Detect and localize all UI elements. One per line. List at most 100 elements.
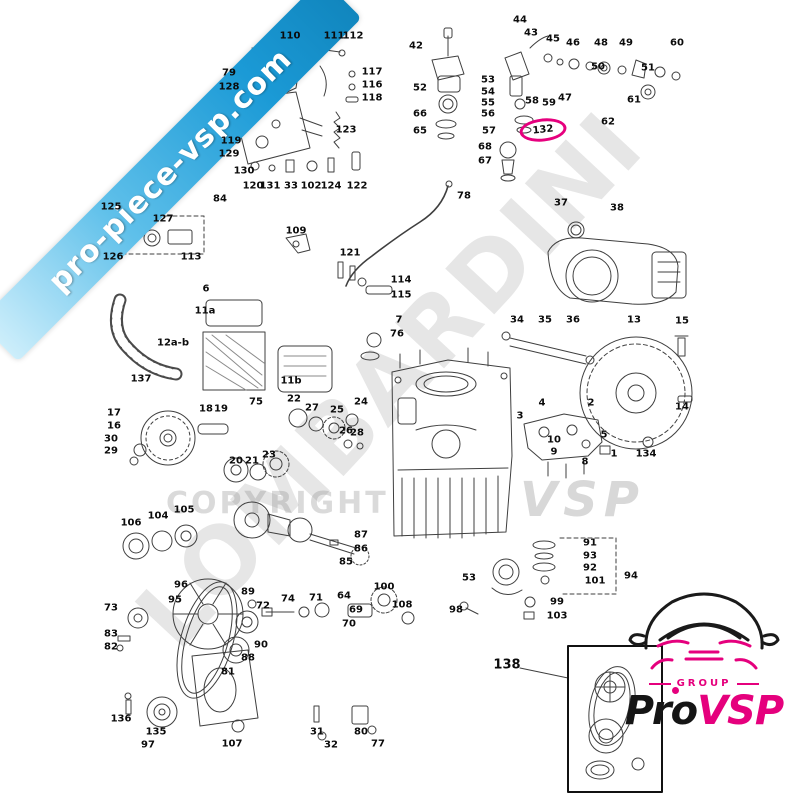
- part-label-19: 19: [214, 403, 228, 415]
- part-label-44: 44: [513, 14, 527, 26]
- part-label-34: 34: [510, 314, 524, 326]
- part-label-4: 4: [538, 397, 546, 409]
- part-label-77: 77: [371, 738, 385, 750]
- part-label-55: 55: [481, 97, 495, 109]
- part-label-49: 49: [619, 37, 633, 49]
- part-label-94: 94: [624, 570, 638, 582]
- part-label-135: 135: [145, 726, 167, 738]
- part-label-93: 93: [583, 550, 597, 562]
- part-label-56: 56: [481, 108, 495, 120]
- part-label-11a: 11a: [194, 305, 216, 317]
- part-label-138: 138: [493, 657, 521, 673]
- part-label-108: 108: [391, 599, 413, 611]
- part-label-11b: 11b: [280, 375, 302, 387]
- part-label-104: 104: [147, 510, 169, 522]
- mount-bracket-group: [523, 413, 611, 479]
- thermostat-group: [459, 537, 617, 620]
- part-label-101: 101: [584, 575, 606, 587]
- part-label-43: 43: [524, 27, 538, 39]
- part-label-69: 69: [349, 604, 363, 616]
- flywheel-group: [579, 335, 693, 450]
- part-label-61: 61: [627, 94, 641, 106]
- part-label-134: 134: [635, 448, 657, 460]
- part-label-71: 71: [309, 592, 323, 604]
- part-label-126: 126: [102, 251, 124, 263]
- part-label-46: 46: [566, 37, 580, 49]
- part-label-23: 23: [262, 449, 276, 461]
- part-label-8: 8: [581, 456, 589, 468]
- part-label-120: 120: [242, 180, 264, 192]
- part-label-13: 13: [627, 314, 641, 326]
- logo-rule-right: [737, 682, 760, 685]
- part-label-128: 128: [218, 81, 240, 93]
- part-label-121: 121: [339, 247, 361, 259]
- part-label-58: 58: [525, 95, 539, 107]
- part-label-117: 117: [361, 66, 383, 78]
- part-label-60: 60: [670, 37, 684, 49]
- part-label-110: 110: [279, 30, 301, 42]
- part-label-18: 18: [199, 403, 213, 415]
- part-label-89: 89: [241, 586, 255, 598]
- part-label-130: 130: [233, 165, 255, 177]
- throttle-cable-group: [345, 180, 453, 287]
- part-label-35: 35: [538, 314, 552, 326]
- part-label-2: 2: [587, 397, 595, 409]
- part-label-127: 127: [152, 213, 174, 225]
- part-label-31: 31: [310, 726, 324, 738]
- part-label-116: 116: [361, 79, 383, 91]
- part-label-83: 83: [104, 628, 118, 640]
- part-label-59: 59: [542, 97, 556, 109]
- car-front-outline-icon: [628, 592, 780, 670]
- part-label-136: 136: [110, 713, 132, 725]
- part-label-7: 7: [395, 314, 403, 326]
- part-label-29: 29: [104, 445, 118, 457]
- part-label-118: 118: [361, 92, 383, 104]
- part-label-100: 100: [373, 581, 395, 593]
- part-label-14: 14: [675, 401, 689, 413]
- part-label-48: 48: [594, 37, 608, 49]
- part-label-107: 107: [221, 738, 243, 750]
- part-label-1: 1: [610, 448, 618, 460]
- part-label-33: 33: [284, 180, 298, 192]
- part-label-52: 52: [413, 82, 427, 94]
- part-label-88: 88: [241, 652, 255, 664]
- part-label-90: 90: [254, 639, 268, 651]
- part-label-30: 30: [104, 433, 118, 445]
- part-label-3: 3: [516, 410, 524, 422]
- part-label-68: 68: [478, 141, 492, 153]
- part-label-5: 5: [600, 429, 608, 441]
- part-label-72: 72: [256, 600, 270, 612]
- part-label-53: 53: [462, 572, 476, 584]
- part-label-98: 98: [449, 604, 463, 616]
- part-label-36: 36: [566, 314, 580, 326]
- part-label-102: 102: [300, 180, 322, 192]
- part-label-26: 26: [339, 425, 353, 437]
- part-label-53: 53: [481, 74, 495, 86]
- part-label-105: 105: [173, 504, 195, 516]
- part-label-62: 62: [601, 116, 615, 128]
- part-label-15: 15: [675, 315, 689, 327]
- fan-belt-group: [116, 578, 259, 728]
- part-label-76: 76: [390, 328, 404, 340]
- part-label-123: 123: [335, 124, 357, 136]
- part-label-21: 21: [245, 455, 259, 467]
- part-label-124: 124: [320, 180, 342, 192]
- engine-block-group: [391, 331, 595, 539]
- part-label-66: 66: [413, 108, 427, 120]
- part-label-79: 79: [222, 67, 236, 79]
- part-label-81: 81: [221, 666, 235, 678]
- logo-wordmark: ProVSP: [616, 687, 792, 733]
- part-label-114: 114: [390, 274, 412, 286]
- part-label-27: 27: [305, 402, 319, 414]
- part-label-80: 80: [354, 726, 368, 738]
- part-label-20: 20: [229, 455, 243, 467]
- part-label-9: 9: [550, 446, 558, 458]
- part-label-65: 65: [413, 125, 427, 137]
- part-label-109: 109: [285, 225, 307, 237]
- part-label-95: 95: [168, 594, 182, 606]
- part-label-132: 132: [518, 116, 568, 144]
- part-label-6: 6: [202, 283, 210, 295]
- part-label-45: 45: [546, 33, 560, 45]
